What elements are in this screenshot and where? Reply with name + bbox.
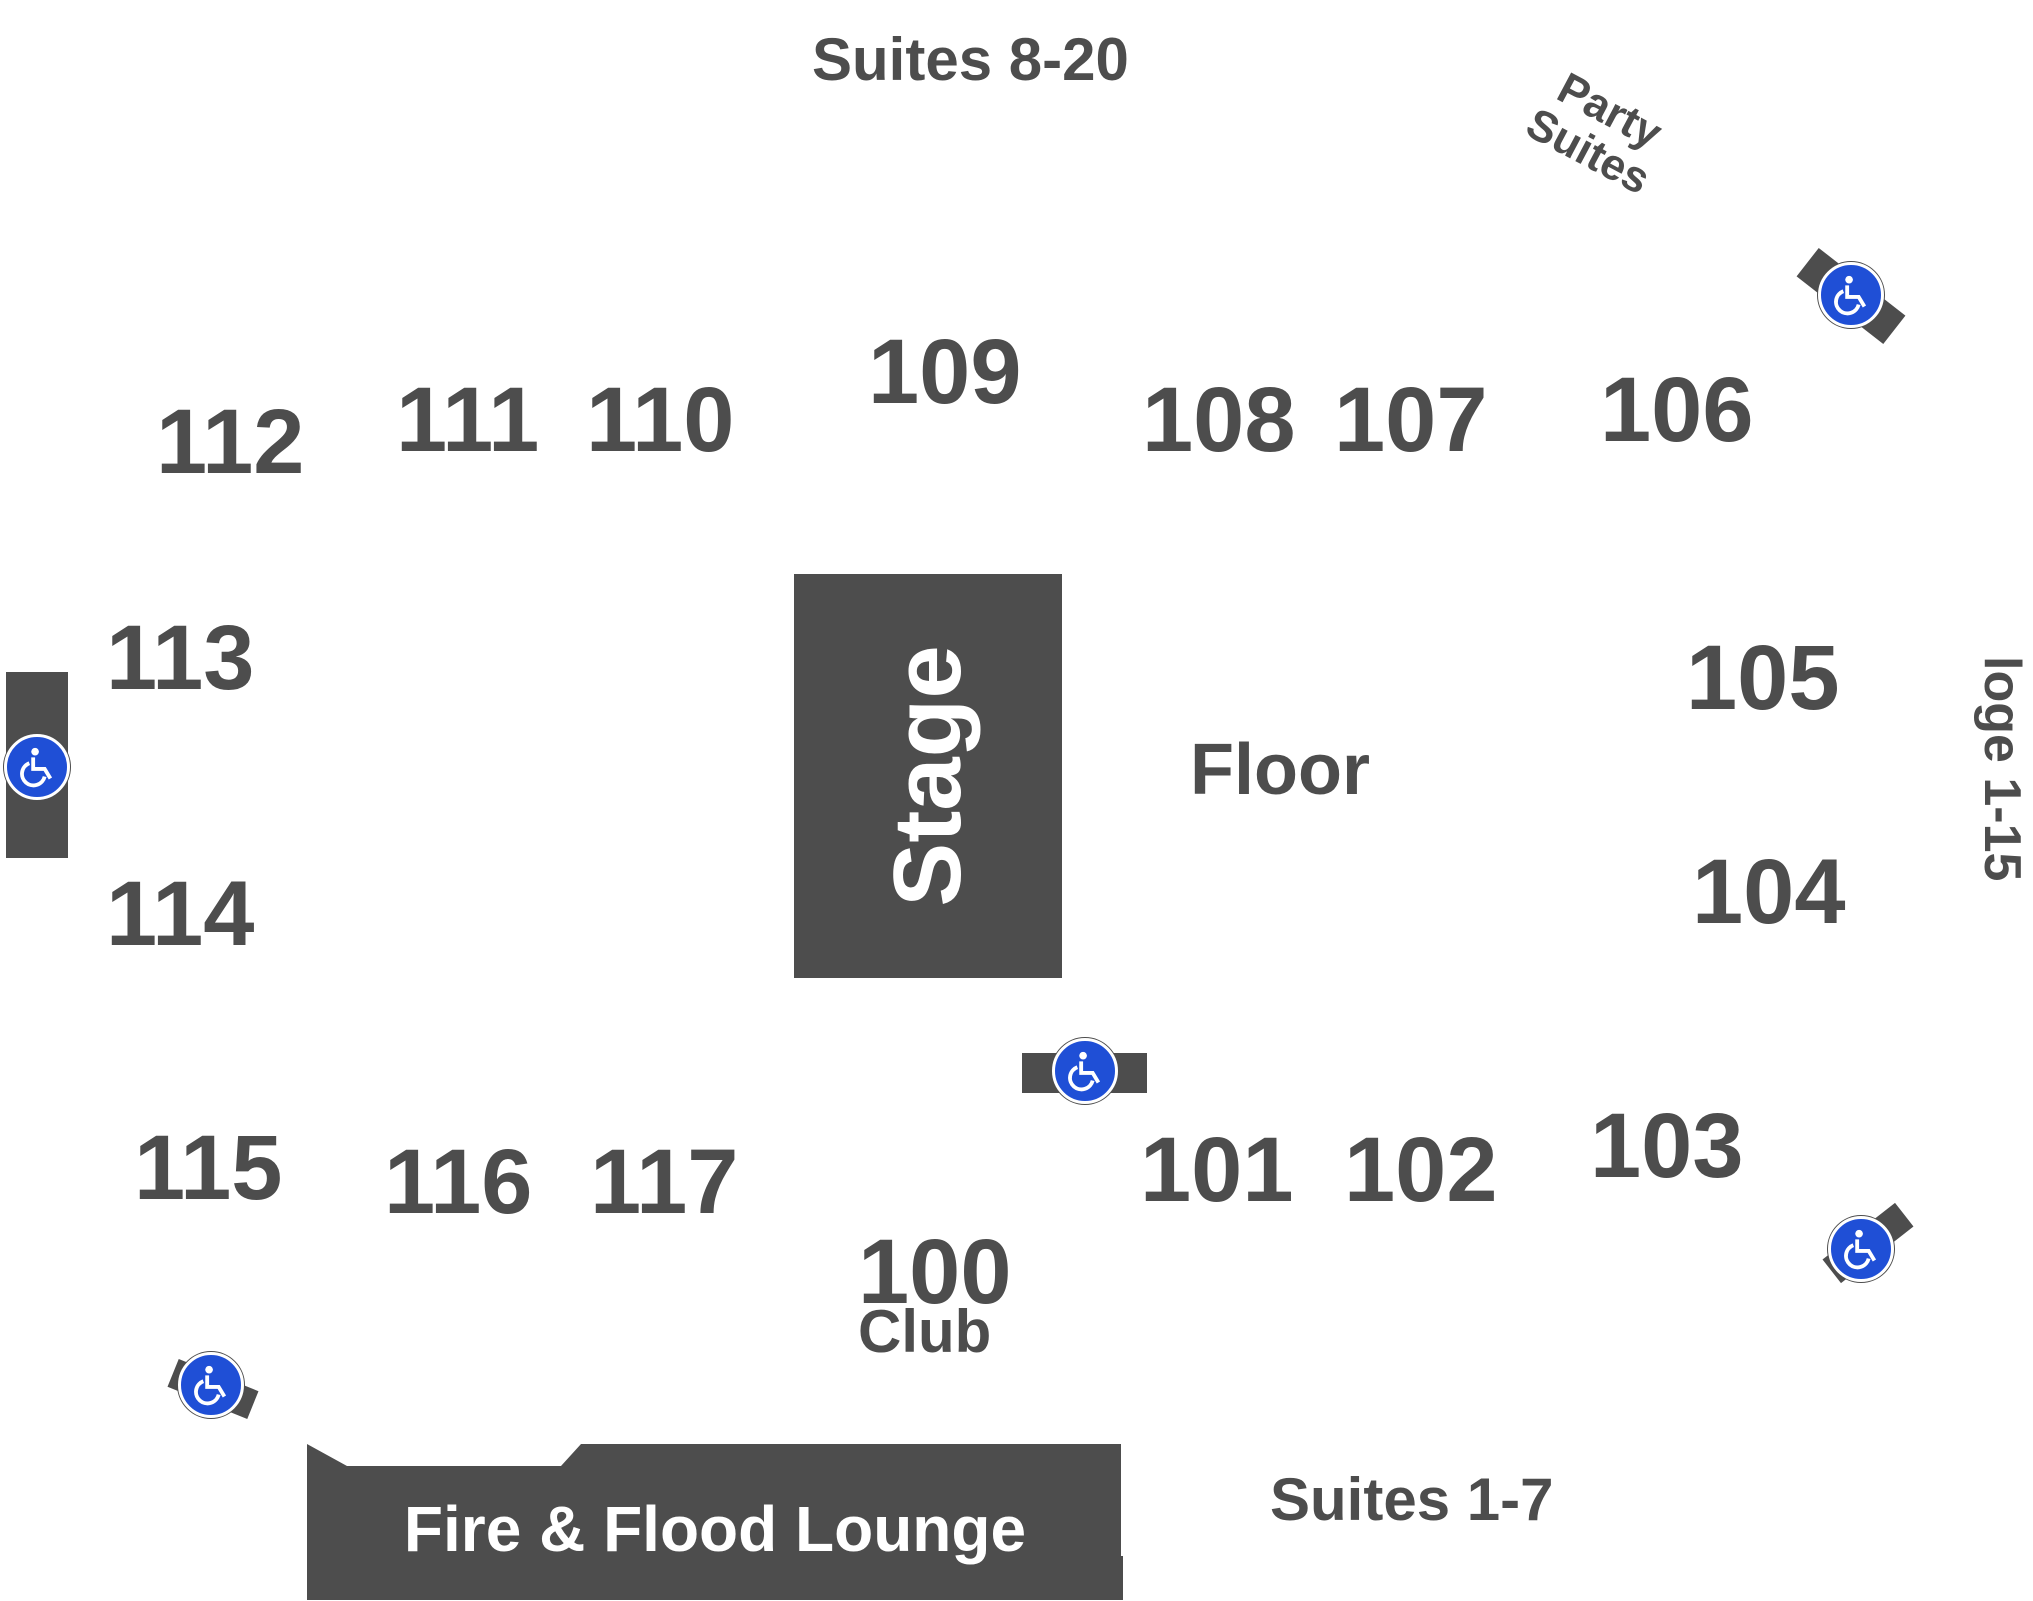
section-101[interactable]: 101: [1140, 1119, 1294, 1221]
wheelchair-icon[interactable]: [1828, 1216, 1894, 1282]
floor-label[interactable]: Floor: [1190, 730, 1370, 810]
section-114[interactable]: 114: [106, 863, 255, 965]
section-110[interactable]: 110: [586, 369, 735, 471]
section-107[interactable]: 107: [1334, 369, 1488, 471]
section-112[interactable]: 112: [156, 391, 305, 493]
wheelchair-glyph: [1068, 1051, 1101, 1092]
wheelchair-icon[interactable]: [4, 734, 70, 800]
section-117[interactable]: 117: [590, 1131, 739, 1233]
section-116[interactable]: 116: [384, 1131, 533, 1233]
section-100[interactable]: 100: [858, 1221, 1012, 1323]
wheelchair-icon[interactable]: [1818, 262, 1884, 328]
lounge-shape: [307, 1444, 1123, 1600]
section-102[interactable]: 102: [1344, 1119, 1498, 1221]
section-115[interactable]: 115: [134, 1117, 283, 1219]
suites-8-20-label[interactable]: Suites 8-20: [812, 26, 1129, 93]
wheelchair-glyph: [1834, 275, 1867, 316]
club-label: Club: [858, 1298, 992, 1365]
section-105[interactable]: 105: [1686, 627, 1840, 729]
wheelchair-icon[interactable]: [178, 1352, 244, 1418]
stage-block[interactable]: Stage: [794, 574, 1062, 978]
section-113[interactable]: 113: [106, 607, 255, 709]
loge-label[interactable]: loge 1-15: [1973, 656, 2031, 882]
wheelchair-glyph: [20, 747, 53, 788]
section-106[interactable]: 106: [1600, 359, 1754, 461]
stage-label: Stage: [874, 645, 981, 907]
suites-1-7-label[interactable]: Suites 1-7: [1270, 1466, 1554, 1533]
section-109[interactable]: 109: [868, 321, 1022, 423]
wheelchair-glyph: [1844, 1229, 1877, 1270]
lounge-label: Fire & Flood Lounge: [403, 1493, 1027, 1565]
party-suites-label[interactable]: Party Suites: [1518, 60, 1679, 204]
wheelchair-icon[interactable]: [1052, 1038, 1118, 1104]
section-111[interactable]: 111: [396, 369, 540, 471]
section-108[interactable]: 108: [1142, 369, 1296, 471]
fire-flood-lounge[interactable]: Fire & Flood Lounge: [307, 1444, 1123, 1600]
section-104[interactable]: 104: [1692, 841, 1846, 943]
section-103[interactable]: 103: [1590, 1095, 1744, 1197]
wheelchair-glyph: [194, 1365, 227, 1406]
